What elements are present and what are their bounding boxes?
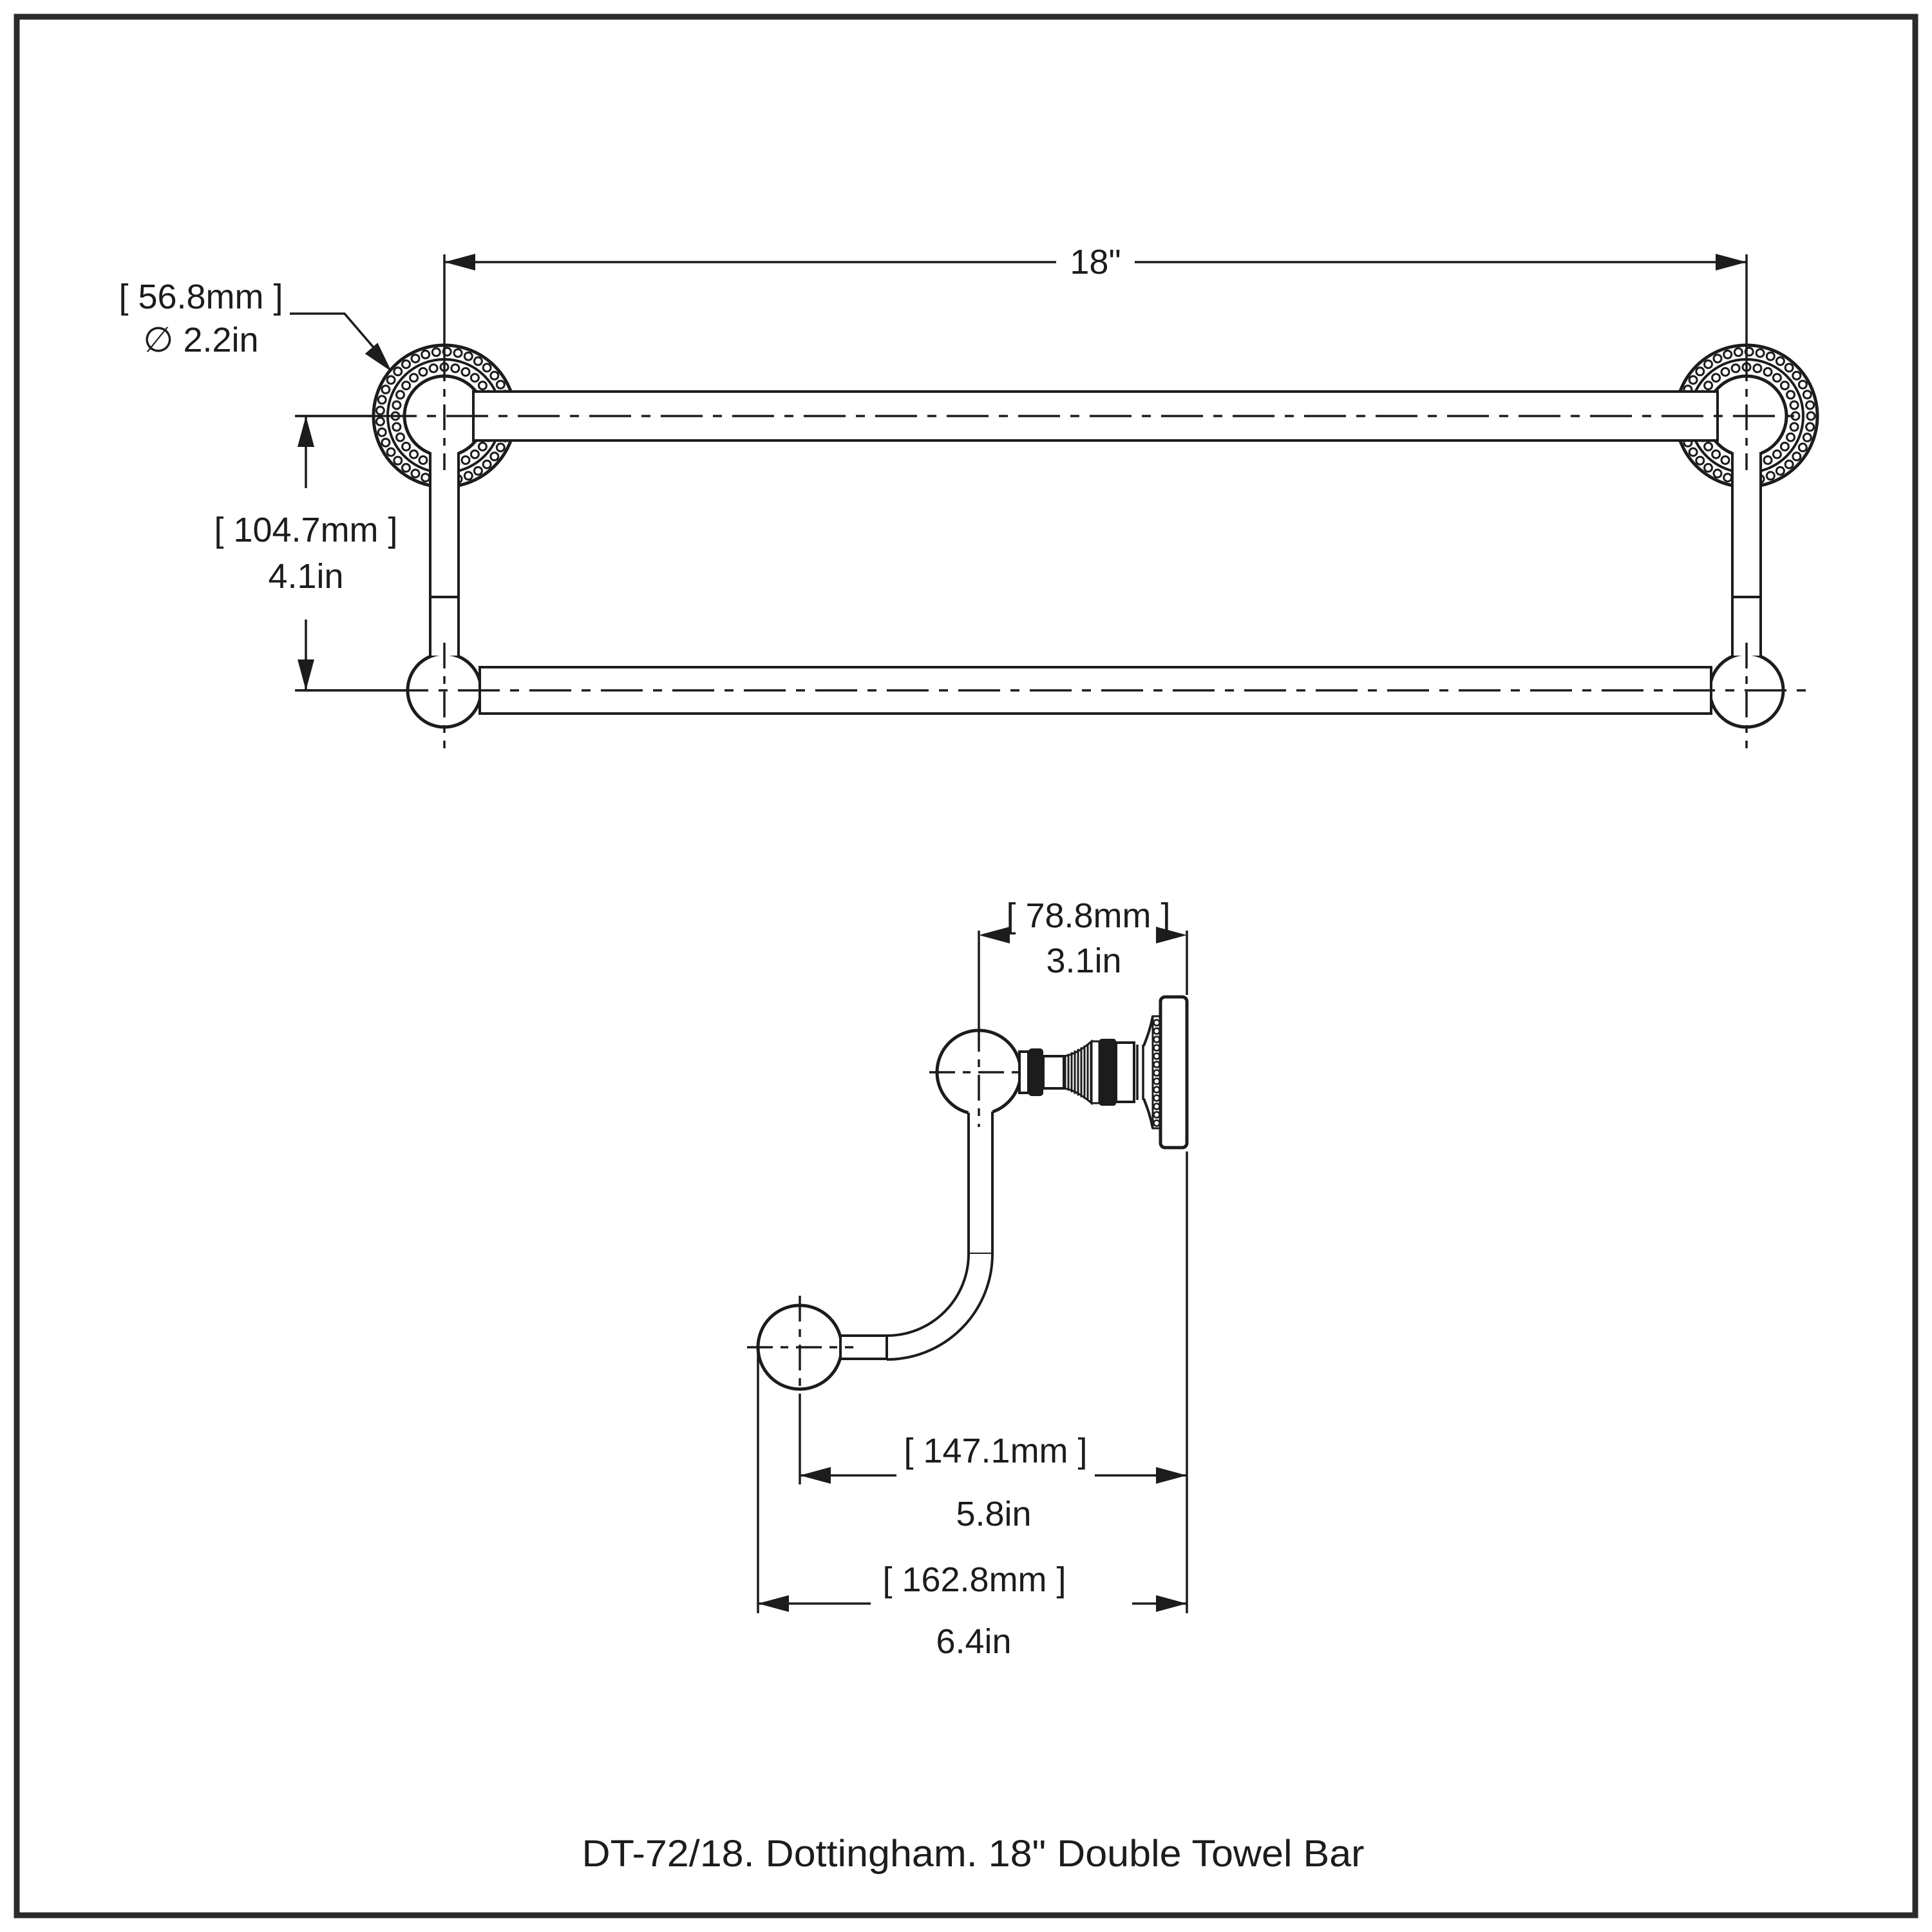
side-view: [ 78.8mm ] 3.1in [ 147.1mm ] 5.8in [ 162…: [747, 896, 1189, 1661]
flange-diameter-callout: [ 56.8mm ] ∅ 2.2in: [118, 278, 392, 372]
left-post: [429, 451, 460, 657]
drawing-border: [14, 14, 1918, 1918]
side-elbow: [886, 1253, 994, 1361]
center-depth-in-label: 5.8in: [956, 1495, 1031, 1533]
stem-neck-top: [1142, 1016, 1154, 1046]
wall-to-outer-bar-dimension: [ 147.1mm ] 5.8in: [800, 1432, 1187, 1533]
stem-collar: [1028, 1048, 1043, 1096]
leader-arrowhead-icon: [365, 343, 392, 372]
arrowhead-up-icon: [298, 416, 314, 447]
projection-mm-label: [ 162.8mm ]: [882, 1560, 1066, 1599]
stem-stub: [1018, 1050, 1030, 1094]
arrowhead-left-icon: [800, 1467, 831, 1484]
bottom-towel-bar: [478, 666, 1712, 715]
spacing-in-label: 4.1in: [268, 557, 343, 596]
arrowhead-left-icon: [979, 927, 1010, 943]
leader-line: [290, 312, 385, 361]
flange-dia-mm-label: [ 56.8mm ]: [118, 278, 283, 316]
left-flange-outer-beads: [375, 346, 514, 486]
arrowhead-right-icon: [1156, 1467, 1187, 1484]
front-view: 18" [ 56.8mm ] ∅ 2.2in [ 104.7mm ] 4.1in: [118, 243, 1819, 748]
center-depth-mm-label: [ 147.1mm ]: [904, 1432, 1087, 1470]
stem-flare-ribs: [1064, 1042, 1092, 1103]
arrowhead-right-icon: [1156, 1595, 1187, 1612]
length-dim-label: 18": [1070, 243, 1121, 281]
stem-ring-white: [1090, 1040, 1101, 1104]
stem-ring-black: [1099, 1039, 1116, 1106]
spacing-mm-label: [ 104.7mm ]: [214, 511, 397, 549]
arrowhead-down-icon: [298, 659, 314, 690]
right-post: [1731, 451, 1762, 657]
wall-mount-stem: [1018, 995, 1189, 1150]
stem-neck-bottom: [1142, 1098, 1154, 1129]
arrowhead-left-icon: [758, 1595, 789, 1612]
length-dimension: 18": [444, 243, 1747, 281]
wall-plate: [1159, 995, 1189, 1150]
bar-spacing-dimension: [ 104.7mm ] 4.1in: [214, 415, 408, 692]
side-vertical-arm: [967, 1095, 994, 1255]
stem-band: [1115, 1041, 1135, 1103]
projection-in-label: 6.4in: [936, 1622, 1011, 1661]
stem-cylinder: [1042, 1055, 1065, 1090]
side-view-centerlines: [747, 931, 1188, 1613]
flange-dia-in-label: ∅ 2.2in: [143, 321, 258, 359]
arrowhead-right-icon: [1156, 927, 1187, 943]
depth-mm-label: [ 78.8mm ]: [1006, 896, 1170, 935]
wall-to-inner-bar-dimension: [ 78.8mm ] 3.1in: [979, 896, 1187, 980]
arrowhead-left-icon: [444, 254, 475, 270]
overall-projection-dimension: [ 162.8mm ] 6.4in: [758, 1560, 1187, 1661]
depth-in-label: 3.1in: [1046, 942, 1121, 980]
side-horizontal-arm: [839, 1334, 888, 1360]
arrowhead-right-icon: [1716, 254, 1747, 270]
drawing-caption: DT-72/18. Dottingham. 18" Double Towel B…: [582, 1833, 1365, 1875]
